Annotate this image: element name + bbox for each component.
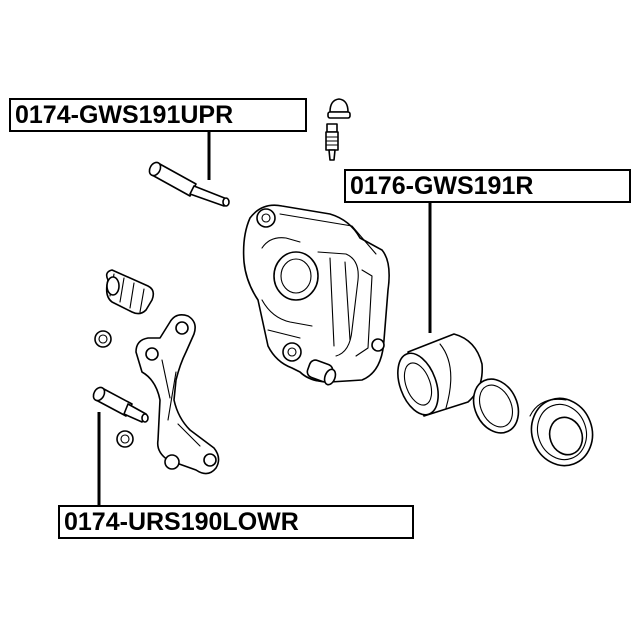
label-lower-guide-pin: 0174-URS190LOWR <box>58 505 414 539</box>
piston-seal <box>472 378 520 434</box>
label-piston: 0176-GWS191R <box>344 169 631 203</box>
small-o-ring-upper <box>94 330 112 348</box>
caliper-piston <box>397 333 484 417</box>
bleeder-screw <box>325 123 339 161</box>
lower-guide-pin <box>92 386 149 423</box>
bleeder-cap <box>327 98 351 119</box>
small-o-ring-lower <box>116 430 134 448</box>
upper-guide-pin <box>148 161 230 207</box>
upper-pin-boot <box>105 269 155 315</box>
caliper-bracket <box>135 314 220 475</box>
caliper-housing <box>242 204 390 383</box>
leader-lines <box>97 132 432 505</box>
caliper-bushing <box>306 359 337 386</box>
label-upper-guide-pin: 0174-GWS191UPR <box>9 98 307 132</box>
piston-dust-boot <box>529 397 594 467</box>
